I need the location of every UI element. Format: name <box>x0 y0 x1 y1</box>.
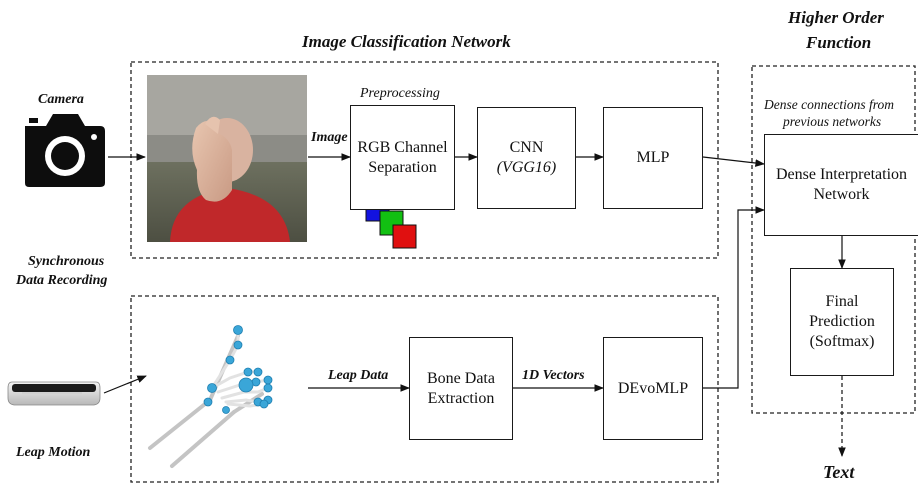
dense-note-line2: previous networks <box>783 114 882 129</box>
final-prediction-label-line3: (Softmax) <box>809 333 875 350</box>
devomlp-box: DEvoMLP <box>603 337 703 440</box>
higher-order-title-line1: Higher Order <box>788 8 884 27</box>
leap-data-edge-label: Leap Data <box>328 368 389 383</box>
cnn-label: CNN <box>509 139 544 156</box>
mlp-box: MLP <box>603 107 703 209</box>
camera-icon <box>25 114 105 187</box>
camera-label: Camera <box>38 92 84 107</box>
image-edge-label: Image <box>311 130 348 145</box>
image-network-title: Image Classification Network <box>302 32 511 51</box>
leap-branch-arrows <box>103 206 765 394</box>
preprocessing-label: Preprocessing <box>360 86 440 101</box>
leap-network-container <box>130 295 719 483</box>
mlp-label: MLP <box>636 149 670 166</box>
vectors-edge-label: 1D Vectors <box>522 368 585 383</box>
higher-order-title-line2: Function <box>806 33 872 52</box>
image-branch-arrows <box>108 153 765 167</box>
dense-network-label-line2: Network <box>813 186 870 203</box>
sync-label-line1: Synchronous <box>28 254 105 269</box>
hand-skeleton-icon <box>148 325 273 468</box>
cnn-box: CNN (VGG16) <box>477 107 576 209</box>
bone-extraction-label-line2: Extraction <box>427 389 495 407</box>
final-prediction-box: Final Prediction (Softmax) <box>790 268 894 376</box>
bone-extraction-label-line1: Bone Data <box>427 369 495 387</box>
leap-motion-device-icon <box>7 381 101 406</box>
rgb-separation-label-line2: Separation <box>368 158 437 176</box>
devomlp-label: DEvoMLP <box>617 379 689 397</box>
person-photo <box>147 75 307 242</box>
bone-extraction-box: Bone Data Extraction <box>409 337 513 440</box>
output-text-label: Text <box>823 462 855 482</box>
dense-network-box: Dense Interpretation Network <box>764 134 918 236</box>
higher-order-container <box>751 65 916 414</box>
rgb-separation-box: RGB Channel Separation <box>350 105 455 210</box>
leap-motion-label: Leap Motion <box>16 445 91 460</box>
sync-label-line2: Data Recording <box>16 273 108 288</box>
final-prediction-label-line1: Final <box>825 293 859 310</box>
dense-note-line1: Dense connections from <box>764 97 894 112</box>
dense-network-label-line1: Dense Interpretation <box>775 166 908 183</box>
cnn-model-label: (VGG16) <box>496 159 557 176</box>
rgb-separation-label-line1: RGB Channel <box>357 138 448 156</box>
final-prediction-label-line2: Prediction <box>809 313 875 330</box>
